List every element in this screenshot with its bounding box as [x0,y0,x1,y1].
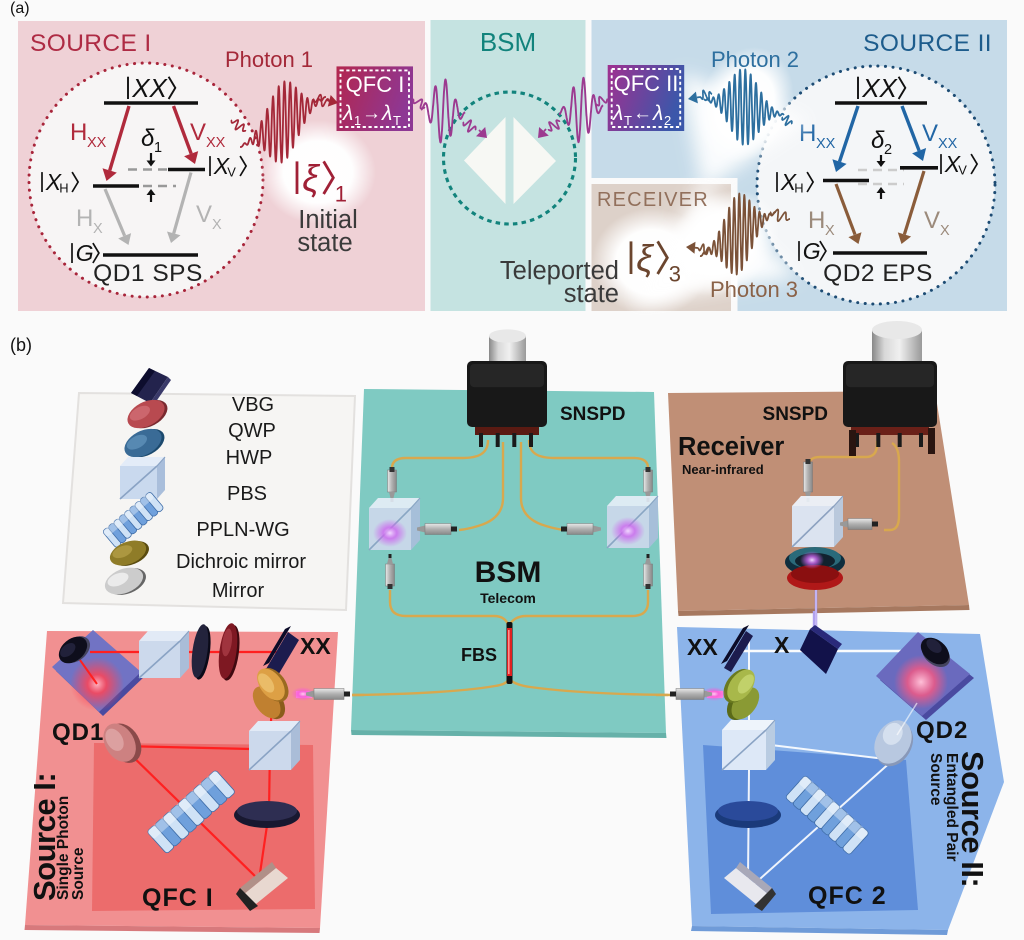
svg-text:QFC I: QFC I [346,72,405,97]
svg-text:X: X [940,223,950,239]
svg-text:HWP: HWP [226,447,273,469]
svg-text:QD2 EPS: QD2 EPS [823,260,933,287]
svg-text:1: 1 [335,181,347,206]
svg-text:Photon 2: Photon 2 [711,47,799,72]
svg-text:Mirror: Mirror [212,580,265,602]
svg-text:BSM: BSM [475,556,542,589]
svg-text:2: 2 [664,113,671,128]
svg-text:T: T [624,113,632,128]
svg-text:XX: XX [816,136,836,152]
svg-text:(b): (b) [10,335,32,355]
svg-text:QFC II: QFC II [614,71,679,96]
svg-text:state: state [564,280,619,308]
svg-text:ξ: ξ [302,158,320,199]
svg-text:λ: λ [381,102,392,125]
svg-text:QD1: QD1 [52,719,104,746]
svg-text:Photon 1: Photon 1 [225,47,313,72]
svg-text:H: H [70,119,87,146]
svg-text:Teleported: Teleported [500,257,619,285]
svg-text:X: X [212,217,222,233]
svg-text:H: H [794,180,803,195]
svg-text:Photon 3: Photon 3 [710,277,798,302]
svg-text:V: V [196,201,212,228]
svg-text:X: X [780,169,798,195]
svg-text:Initial: Initial [298,206,358,234]
svg-text:RECEIVER: RECEIVER [597,189,709,211]
svg-text:PBS: PBS [227,483,267,505]
svg-text:δ: δ [871,127,885,154]
svg-text:Source: Source [70,847,87,900]
svg-text:1: 1 [154,140,162,156]
svg-text:XX: XX [87,135,107,151]
svg-text:G: G [803,238,821,264]
svg-text:1: 1 [354,113,361,128]
svg-text:λ: λ [342,102,353,125]
svg-text:state: state [297,229,352,257]
svg-text:SOURCE II: SOURCE II [863,30,992,57]
svg-text:δ: δ [141,125,155,152]
svg-text:Source I:: Source I: [27,773,62,901]
svg-text:XX: XX [687,634,718,660]
svg-text:SOURCE I: SOURCE I [30,30,152,57]
svg-text:←: ← [633,103,652,124]
svg-text:Dichroic mirror: Dichroic mirror [176,551,306,573]
svg-text:λ: λ [652,102,663,125]
svg-text:T: T [393,113,401,128]
svg-text:X: X [93,221,103,237]
svg-text:V: V [922,120,938,147]
svg-text:H: H [808,207,825,234]
svg-text:BSM: BSM [480,27,536,57]
svg-text:XX: XX [206,135,226,151]
svg-text:V: V [924,207,940,234]
svg-text:XX: XX [938,136,958,152]
svg-text:QD1 SPS: QD1 SPS [93,260,203,287]
svg-text:Entangled Pair: Entangled Pair [943,753,960,862]
svg-text:V: V [190,119,206,146]
svg-text:VBG: VBG [232,394,274,416]
svg-text:Telecom: Telecom [480,590,536,606]
svg-text:Receiver: Receiver [678,433,784,461]
svg-text:V: V [958,162,967,177]
svg-text:Near-infrared: Near-infrared [682,462,764,477]
svg-text:G: G [76,240,94,266]
svg-text:SNSPD: SNSPD [763,404,828,425]
svg-text:XX: XX [861,73,898,103]
svg-text:QFC I: QFC I [142,884,214,912]
svg-text:FBS: FBS [461,645,497,665]
svg-text:Single Photon: Single Photon [55,796,72,900]
svg-text:QFC 2: QFC 2 [808,882,887,910]
svg-text:V: V [227,164,236,179]
svg-text:ξ: ξ [636,238,654,279]
svg-text:Source II:: Source II: [955,751,990,887]
svg-text:X: X [774,632,790,658]
svg-text:X: X [825,223,835,239]
svg-text:XX: XX [300,633,331,659]
svg-text:2: 2 [884,142,892,158]
svg-text:X: X [944,151,962,177]
svg-text:λ: λ [612,102,623,125]
svg-text:X: X [213,153,231,179]
svg-text:3: 3 [669,261,681,286]
svg-text:H: H [76,205,93,232]
svg-text:X: X [45,169,63,195]
svg-text:PPLN-WG: PPLN-WG [196,519,289,541]
svg-text:SNSPD: SNSPD [560,404,625,425]
svg-text:Source: Source [927,753,944,806]
svg-text:H: H [799,120,816,147]
svg-text:XX: XX [131,73,168,103]
svg-text:H: H [59,180,68,195]
svg-text:QWP: QWP [228,420,276,442]
svg-text:QD2: QD2 [916,717,968,744]
svg-text:→: → [362,103,381,124]
svg-text:(a): (a) [10,0,30,17]
